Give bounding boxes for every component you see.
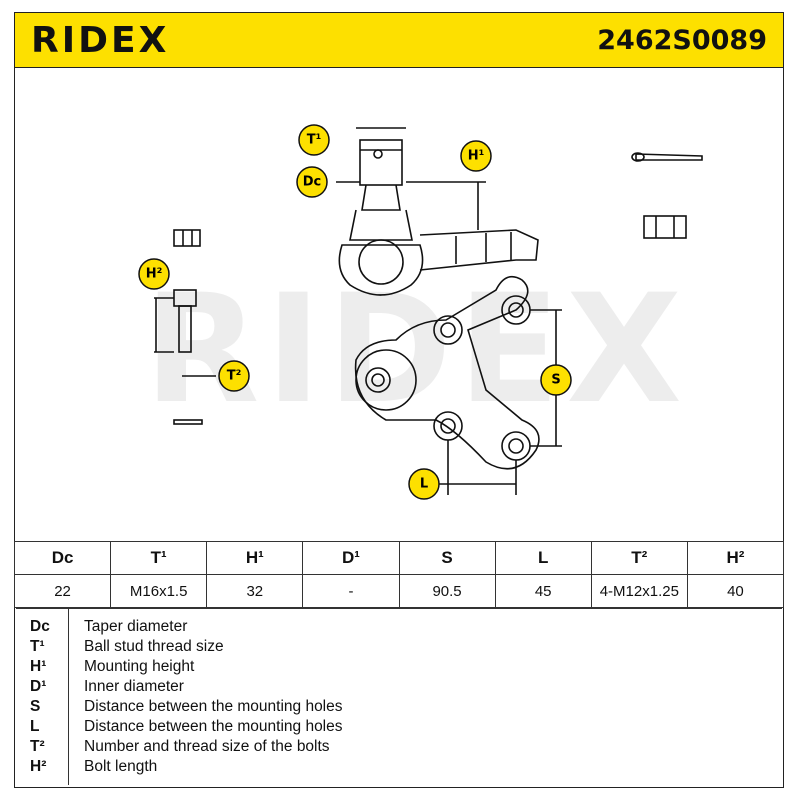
spec-header-cell: Dc — [13, 541, 112, 575]
part-drawing-svg: T¹ H¹ Dc H² T² S L — [138, 124, 703, 500]
spec-header-cell: H² — [686, 541, 785, 575]
technical-drawing: RIDEX — [16, 70, 782, 540]
spec-value-cell: 32 — [206, 574, 304, 608]
spec-header-cell: S — [398, 541, 496, 575]
spec-table: Dc T¹ H¹ D¹ S L T² H² 22 M16x1.5 32 - 90… — [13, 541, 785, 608]
bolt-shank — [178, 305, 192, 353]
castle-nut — [643, 215, 687, 239]
watermark-logo: RIDEX — [144, 263, 688, 437]
bolt-nut — [173, 229, 201, 247]
label-t1: T¹ — [298, 124, 330, 156]
part-number: 2462S0089 — [597, 25, 767, 56]
label-dc: Dc — [296, 166, 328, 198]
spec-header-cell: D¹ — [302, 541, 400, 575]
label-h1: H¹ — [460, 140, 492, 172]
spec-value-row: 22 M16x1.5 32 - 90.5 45 4-M12x1.25 40 — [13, 574, 785, 608]
spec-header-cell: L — [494, 541, 592, 575]
label-l: L — [408, 468, 440, 500]
svg-text:T²: T² — [227, 369, 242, 384]
label-t2: T² — [218, 360, 250, 392]
svg-text:T¹: T¹ — [307, 133, 322, 148]
label-s: S — [540, 364, 572, 396]
stud-thread — [359, 139, 403, 186]
spec-value-cell: 22 — [13, 574, 112, 608]
stud-taper — [361, 184, 401, 211]
bolt-head — [173, 289, 197, 307]
header-bar: RIDEX 2462S0089 — [14, 12, 784, 68]
spec-header-cell: H¹ — [206, 541, 304, 575]
cotter-pin — [635, 153, 703, 161]
spec-value-cell: 4-M12x1.25 — [590, 574, 688, 608]
spec-header-row: Dc T¹ H¹ D¹ S L T² H² — [13, 541, 785, 575]
spec-value-cell: 45 — [494, 574, 592, 608]
spec-value-cell: 90.5 — [398, 574, 496, 608]
svg-text:H¹: H¹ — [468, 149, 485, 164]
legend-divider — [68, 609, 70, 785]
svg-text:Dc: Dc — [303, 175, 322, 190]
label-h2: H² — [138, 258, 170, 290]
ball-joint-body — [355, 349, 417, 411]
spec-header-cell: T¹ — [110, 541, 208, 575]
spec-value-cell: - — [302, 574, 400, 608]
spec-value-cell: M16x1.5 — [110, 574, 208, 608]
svg-text:H²: H² — [146, 267, 163, 282]
spec-header-cell: T² — [590, 541, 688, 575]
ball-housing — [338, 244, 424, 296]
document-frame — [14, 12, 784, 788]
washer — [173, 419, 203, 425]
svg-text:L: L — [420, 477, 428, 492]
spec-value-cell: 40 — [686, 574, 785, 608]
brand-logo: RIDEX — [31, 20, 170, 61]
flange-plate — [354, 275, 540, 470]
svg-text:S: S — [551, 373, 560, 388]
